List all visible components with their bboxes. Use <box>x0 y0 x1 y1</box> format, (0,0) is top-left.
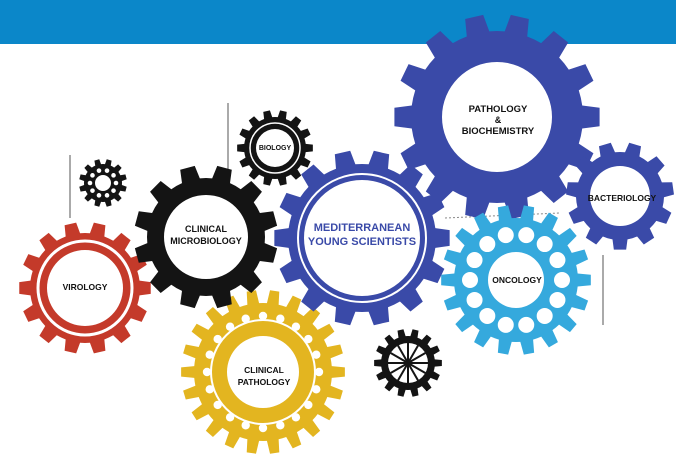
gear-hole <box>225 413 235 422</box>
gear-hole <box>312 350 321 359</box>
gear-hole <box>205 385 214 394</box>
gear-hole <box>213 400 222 410</box>
gear-hole <box>479 236 496 253</box>
gear-hole <box>466 252 483 269</box>
gear-hole <box>536 307 553 324</box>
mediterranean-label-2: YOUNG SCIENTISTS <box>308 236 416 248</box>
gear-spoke <box>390 362 409 374</box>
gear-hole <box>111 188 116 193</box>
mediterranean-label-1: MEDITERRANEAN <box>314 222 411 234</box>
gear-small-bottom-icon <box>374 329 442 397</box>
clinical-pathology-label-1: CLINICAL <box>244 365 284 375</box>
gear-hole <box>497 316 514 333</box>
gear-hole <box>202 367 212 377</box>
gear-ring <box>210 319 316 425</box>
gear-hole <box>462 272 478 288</box>
gear-hole <box>479 307 496 324</box>
gear-hole <box>276 421 285 430</box>
gear-hole <box>304 400 313 410</box>
gear-mediterranean-young-scientists <box>274 150 450 326</box>
smalltop-gear-shape <box>79 159 127 207</box>
virology-label: VIROLOGY <box>63 282 108 292</box>
pathology-label-1: PATHOLOGY <box>469 104 528 115</box>
gear-spoke <box>390 352 409 364</box>
gear-hole <box>205 350 214 359</box>
gear-ring <box>36 239 134 337</box>
gear-hole <box>549 252 566 269</box>
gear-hole <box>258 423 268 433</box>
gear-hole <box>312 385 321 394</box>
gear-hole <box>554 272 570 288</box>
gear-hole <box>111 173 116 178</box>
gear-hole <box>241 314 250 323</box>
gear-spoke <box>407 345 419 364</box>
gear-hole <box>497 227 514 244</box>
biology-label: BIOLOGY <box>259 145 292 152</box>
pathology-label-2: & <box>495 115 502 125</box>
gear-biology <box>237 110 313 186</box>
gear-hole <box>90 173 95 178</box>
gear-hole <box>291 413 301 422</box>
gear-hole <box>549 291 566 308</box>
clinical-pathology-label-2: PATHOLOGY <box>238 377 291 387</box>
clinmicro-gear-shape <box>134 165 278 309</box>
gear-hole <box>518 227 535 244</box>
gear-ring <box>249 122 301 174</box>
gear-hole <box>466 291 483 308</box>
gear-hole <box>113 180 119 186</box>
gear-hole <box>536 236 553 253</box>
gear-oncology <box>441 205 591 355</box>
gear-spoke <box>407 352 426 364</box>
oncology-label: ONCOLOGY <box>492 275 542 285</box>
clinpath-gear-shape <box>181 290 345 454</box>
bacteriology-label: BACTERIOLOGY <box>588 193 657 203</box>
bacteriology-gear-shape <box>566 142 674 250</box>
gear-hole <box>96 193 102 198</box>
gear-hole <box>518 316 535 333</box>
gear-spoke <box>397 345 409 364</box>
gear-spoke <box>407 362 426 374</box>
gear-pathology-biochemistry <box>394 14 600 220</box>
gear-hole <box>87 180 93 186</box>
gear-hole <box>276 314 285 323</box>
gear-hole <box>314 367 324 377</box>
gear-hole <box>90 188 95 193</box>
gear-clinical-microbiology <box>134 165 278 309</box>
gear-hole <box>304 334 313 344</box>
gear-hole <box>258 311 268 321</box>
gear-ring <box>297 173 427 303</box>
gear-spoke <box>407 362 419 381</box>
gear-hole <box>241 421 250 430</box>
gear-hole <box>104 168 110 173</box>
gear-hole <box>291 322 301 331</box>
pathology-gear-shape <box>394 14 600 220</box>
clinical-microbiology-label-1: CLINICAL <box>185 224 227 234</box>
gear-hole <box>225 322 235 331</box>
biology-gear-shape <box>237 110 313 186</box>
clinical-microbiology-label-2: MICROBIOLOGY <box>170 236 242 246</box>
gear-virology <box>19 222 151 354</box>
smallbottom-gear-shape <box>374 329 442 397</box>
gear-hole <box>213 334 222 344</box>
top-banner <box>0 0 676 44</box>
pathology-label-3: BIOCHEMISTRY <box>462 126 535 137</box>
gear-hole <box>104 193 110 198</box>
gear-small-top-icon <box>79 159 127 207</box>
gear-hole <box>96 168 102 173</box>
medit-gear-shape <box>274 150 450 326</box>
oncology-gear-shape <box>441 205 591 355</box>
gear-bacteriology <box>566 142 674 250</box>
gear-clinical-pathology <box>181 290 345 454</box>
gear-spoke <box>397 362 409 381</box>
